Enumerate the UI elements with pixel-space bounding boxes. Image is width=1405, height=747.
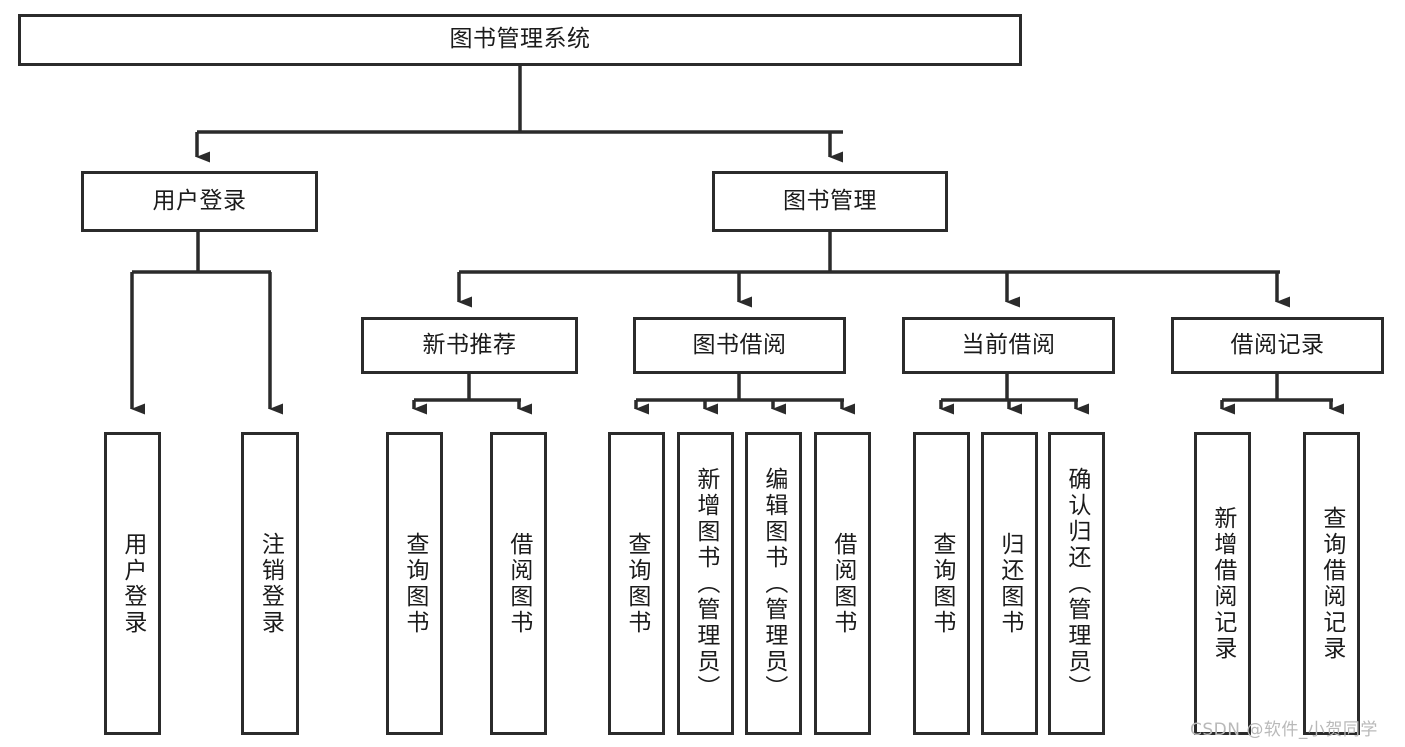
leaf-add-book[interactable]: 新增图书（管理员）: [677, 432, 734, 735]
leaf-user-logout[interactable]: 注销登录: [241, 432, 299, 735]
leaf-add-book-label: 新增图书（管理员）: [692, 466, 719, 701]
csdn-watermark: CSDN @软件_小贺同学: [1190, 720, 1378, 740]
leaf-edit-book[interactable]: 编辑图书（管理员）: [745, 432, 802, 735]
leaf-return-book-label: 归还图书: [996, 531, 1023, 636]
node-current-borrow-label: 当前借阅: [961, 331, 1056, 358]
leaf-query-book-2[interactable]: 查询图书: [608, 432, 665, 735]
node-current-borrow[interactable]: 当前借阅: [902, 317, 1115, 374]
leaf-return-book[interactable]: 归还图书: [981, 432, 1038, 735]
leaf-confirm-return-label: 确认归还（管理员）: [1063, 466, 1090, 701]
leaf-user-logout-label: 注销登录: [257, 531, 284, 636]
node-new-book-recommend[interactable]: 新书推荐: [361, 317, 578, 374]
leaf-query-book-3-label: 查询图书: [928, 531, 955, 636]
node-book-borrow[interactable]: 图书借阅: [633, 317, 846, 374]
node-user-login[interactable]: 用户登录: [81, 171, 318, 232]
leaf-borrow-book-2[interactable]: 借阅图书: [814, 432, 871, 735]
leaf-user-login-label: 用户登录: [119, 531, 146, 636]
node-book-borrow-label: 图书借阅: [692, 331, 787, 358]
node-user-login-label: 用户登录: [152, 187, 247, 214]
leaf-add-record-label: 新增借阅记录: [1209, 505, 1236, 662]
leaf-confirm-return[interactable]: 确认归还（管理员）: [1048, 432, 1105, 735]
node-new-book-recommend-label: 新书推荐: [422, 331, 517, 358]
leaf-add-record[interactable]: 新增借阅记录: [1194, 432, 1251, 735]
node-book-manage-label: 图书管理: [783, 187, 877, 214]
leaf-query-book-2-label: 查询图书: [623, 531, 650, 636]
leaf-edit-book-label: 编辑图书（管理员）: [760, 466, 787, 701]
node-root[interactable]: 图书管理系统: [18, 14, 1022, 66]
leaf-query-book-1[interactable]: 查询图书: [386, 432, 443, 735]
leaf-borrow-book-1[interactable]: 借阅图书: [490, 432, 547, 735]
node-root-label: 图书管理系统: [449, 26, 591, 53]
leaf-borrow-book-2-label: 借阅图书: [829, 531, 856, 636]
leaf-user-login[interactable]: 用户登录: [104, 432, 161, 735]
leaf-query-record-label: 查询借阅记录: [1318, 505, 1345, 662]
leaf-query-record[interactable]: 查询借阅记录: [1303, 432, 1360, 735]
leaf-query-book-3[interactable]: 查询图书: [913, 432, 970, 735]
node-borrow-record[interactable]: 借阅记录: [1171, 317, 1384, 374]
leaf-borrow-book-1-label: 借阅图书: [505, 531, 532, 636]
node-book-manage[interactable]: 图书管理: [712, 171, 948, 232]
node-borrow-record-label: 借阅记录: [1230, 331, 1325, 358]
leaf-query-book-1-label: 查询图书: [401, 531, 428, 636]
